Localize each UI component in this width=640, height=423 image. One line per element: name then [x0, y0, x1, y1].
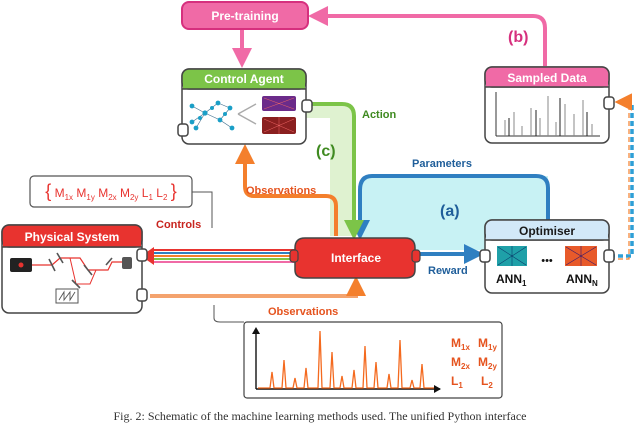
observations-from-system-arrow	[150, 276, 366, 298]
interface-title: Interface	[331, 251, 381, 265]
neural-network-graph-icon	[189, 100, 235, 131]
pretraining-box	[181, 1, 309, 30]
optimiser-box	[479, 219, 615, 294]
optimiser-to-sampled-dashed-arrow	[610, 93, 634, 258]
arrow-choice-icon	[237, 103, 257, 125]
control-term-l2: L	[156, 186, 163, 200]
observations-to-agent-arrow	[235, 144, 338, 236]
parameters-label: Parameters	[412, 158, 472, 170]
observations-to-spectrum-leader	[213, 305, 244, 323]
control-term-m2x: M	[98, 186, 108, 200]
loop-b-label: (b)	[508, 29, 528, 46]
figure-caption: Fig. 2: Schematic of the machine learnin…	[113, 409, 527, 423]
legend-l2: L2	[481, 374, 493, 390]
network-cluster-icon	[262, 96, 296, 134]
ann-last-icon	[565, 246, 597, 266]
control-term-l2-sub: 2	[163, 193, 168, 202]
parameters-arrow	[350, 174, 550, 240]
control-agent-title: Control Agent	[204, 72, 284, 86]
reward-label: Reward	[428, 265, 468, 277]
controls-set-leader	[192, 191, 213, 228]
laser-icon	[10, 258, 32, 272]
control-term-m1y-sub: 1y	[86, 193, 94, 202]
observations-system-label: Observations	[268, 306, 338, 318]
interface-box	[294, 237, 416, 279]
observations-agent-label: Observations	[246, 185, 316, 197]
sampled-data-box	[484, 66, 615, 144]
control-set-close-brace: }	[171, 181, 177, 201]
control-set-open-brace: {	[45, 181, 51, 201]
legend-m2x: M2x	[451, 355, 470, 371]
action-arrow	[312, 102, 364, 240]
observation-spectrum-box	[243, 321, 503, 399]
control-term-m2x-sub: 2x	[108, 193, 116, 202]
ann-first-sub: 1	[522, 279, 527, 288]
ann-dots: •••	[541, 255, 553, 267]
legend-m1x: M1x	[451, 336, 470, 352]
sampled-data-title: Sampled Data	[507, 71, 587, 85]
optical-setup-icon	[32, 252, 132, 304]
loop-a-label: (a)	[440, 203, 460, 220]
legend-l1: L1	[451, 374, 463, 390]
ann-last-text: ANN	[566, 272, 592, 286]
ann-last-label: ANNN	[566, 272, 598, 288]
action-label: Action	[362, 109, 397, 121]
ann-first-label: ANN1	[496, 272, 527, 288]
controls-arrow	[153, 249, 296, 263]
legend-m2y: M2y	[478, 355, 497, 371]
legend-m1y: M1y	[478, 336, 497, 352]
sampled-to-pretraining-arrow	[308, 6, 547, 66]
physical-system-title: Physical System	[25, 230, 120, 244]
controls-label: Controls	[156, 219, 201, 231]
control-term-l1: L	[142, 186, 149, 200]
physical-system-box	[1, 224, 148, 314]
ann-first-text: ANN	[496, 272, 522, 286]
sampled-spectra-icon	[495, 92, 600, 137]
controls-set-label: { M1x M1y M2x M2y L1 L2 }	[45, 181, 177, 203]
control-term-m2y-sub: 2y	[130, 193, 138, 202]
spectrum-peaks	[258, 330, 434, 389]
ann-first-icon	[497, 246, 527, 266]
loop-c-label: (c)	[316, 143, 336, 160]
control-term-m1x: M	[55, 186, 65, 200]
optimiser-title: Optimiser	[519, 224, 575, 238]
optimiser-loop-region	[360, 176, 548, 250]
pretraining-title: Pre-training	[211, 9, 278, 23]
spectrum-legend: M1x M1y M2x M2y L1 L2	[451, 336, 497, 390]
ann-last-sub: N	[592, 279, 598, 288]
control-term-m1y: M	[76, 186, 86, 200]
control-term-l1-sub: 1	[148, 193, 153, 202]
control-term-m2y: M	[120, 186, 130, 200]
control-term-m1x-sub: 1x	[65, 193, 73, 202]
